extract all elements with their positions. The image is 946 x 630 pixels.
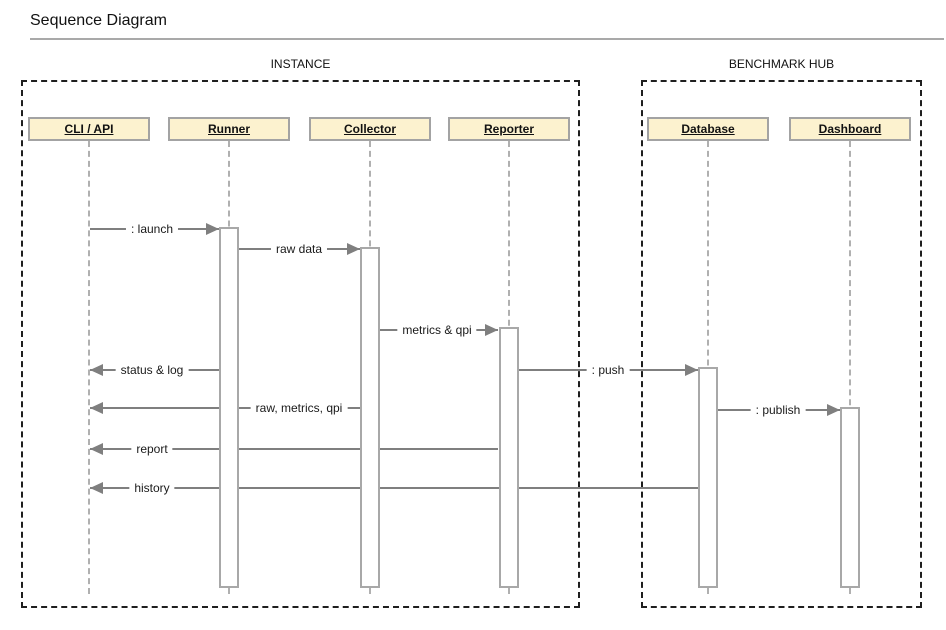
message-label-collector-to-cli: raw, metrics, qpi: [250, 401, 348, 415]
message-label-cli-to-runner: : launch: [125, 222, 179, 236]
arrowhead-collector-to-reporter: [485, 324, 498, 336]
arrowhead-runner-to-cli: [90, 364, 103, 376]
title-rule: [30, 38, 944, 40]
frame-instance: [21, 80, 580, 608]
arrowhead-collector-to-cli: [90, 402, 103, 414]
participant-label-runner: Runner: [208, 122, 250, 136]
activation-bar-database: [698, 367, 718, 588]
participant-dashboard: Dashboard: [789, 117, 911, 141]
message-line-reporter-to-cli: [90, 448, 498, 450]
arrowhead-reporter-to-cli: [90, 443, 103, 455]
participant-database: Database: [647, 117, 769, 141]
frame-label-benchmark-hub: BENCHMARK HUB: [728, 57, 835, 71]
participant-label-reporter: Reporter: [483, 122, 534, 136]
lifeline-dashboard: [849, 141, 851, 594]
message-label-reporter-to-cli: report: [131, 442, 173, 456]
arrowhead-cli-to-runner: [206, 223, 219, 235]
message-label-runner-to-collector: raw data: [270, 242, 328, 256]
arrowhead-database-to-dashboard: [827, 404, 840, 416]
participant-label-database: Database: [681, 122, 735, 136]
message-label-runner-to-cli: status & log: [115, 363, 189, 377]
arrowhead-database-to-cli: [90, 482, 103, 494]
message-label-database-to-dashboard: : publish: [750, 403, 806, 417]
arrowhead-runner-to-collector: [347, 243, 360, 255]
participant-label-cli: CLI / API: [64, 122, 114, 136]
message-label-reporter-to-database: : push: [586, 363, 630, 377]
message-label-collector-to-reporter: metrics & qpi: [397, 323, 477, 337]
message-line-database-to-cli: [90, 487, 698, 489]
activation-bar-collector: [360, 247, 380, 588]
participant-reporter: Reporter: [448, 117, 570, 141]
arrowhead-reporter-to-database: [685, 364, 698, 376]
lifeline-cli: [88, 141, 90, 594]
frame-label-instance: INSTANCE: [270, 57, 331, 71]
participant-collector: Collector: [309, 117, 431, 141]
participant-runner: Runner: [168, 117, 290, 141]
activation-bar-dashboard: [840, 407, 860, 588]
message-label-database-to-cli: history: [129, 481, 175, 495]
page-title: Sequence Diagram: [30, 12, 167, 29]
activation-bar-runner: [219, 227, 239, 588]
participant-label-collector: Collector: [343, 122, 396, 136]
activation-bar-reporter: [499, 327, 519, 588]
participant-label-dashboard: Dashboard: [818, 122, 882, 136]
frame-benchmark-hub: [641, 80, 922, 608]
participant-cli: CLI / API: [28, 117, 150, 141]
